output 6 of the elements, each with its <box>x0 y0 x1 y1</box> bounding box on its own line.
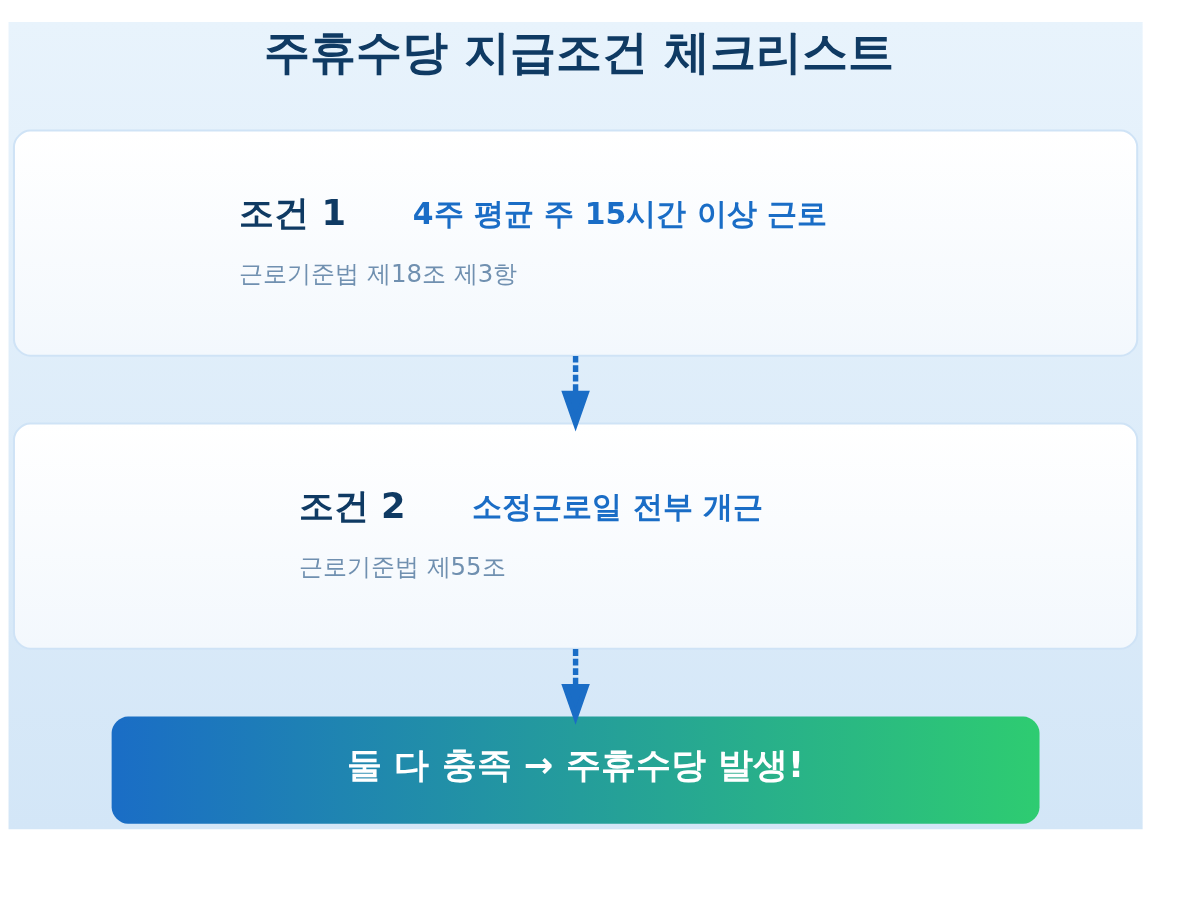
diagram-title: 주휴수당 지급조건 체크리스트 <box>263 25 894 80</box>
arrow <box>561 355 590 432</box>
node-box: 둘 다 충족 → 주휴수당 발생! <box>111 716 1040 824</box>
node-box: 조건 2 소정근로일 전부 개근 근로기준법 제55조 <box>12 422 1139 650</box>
node-box: 조건 1 4주 평균 주 15시간 이상 근로 근로기준법 제18조 제3항 <box>12 129 1139 357</box>
arrow <box>561 649 590 725</box>
